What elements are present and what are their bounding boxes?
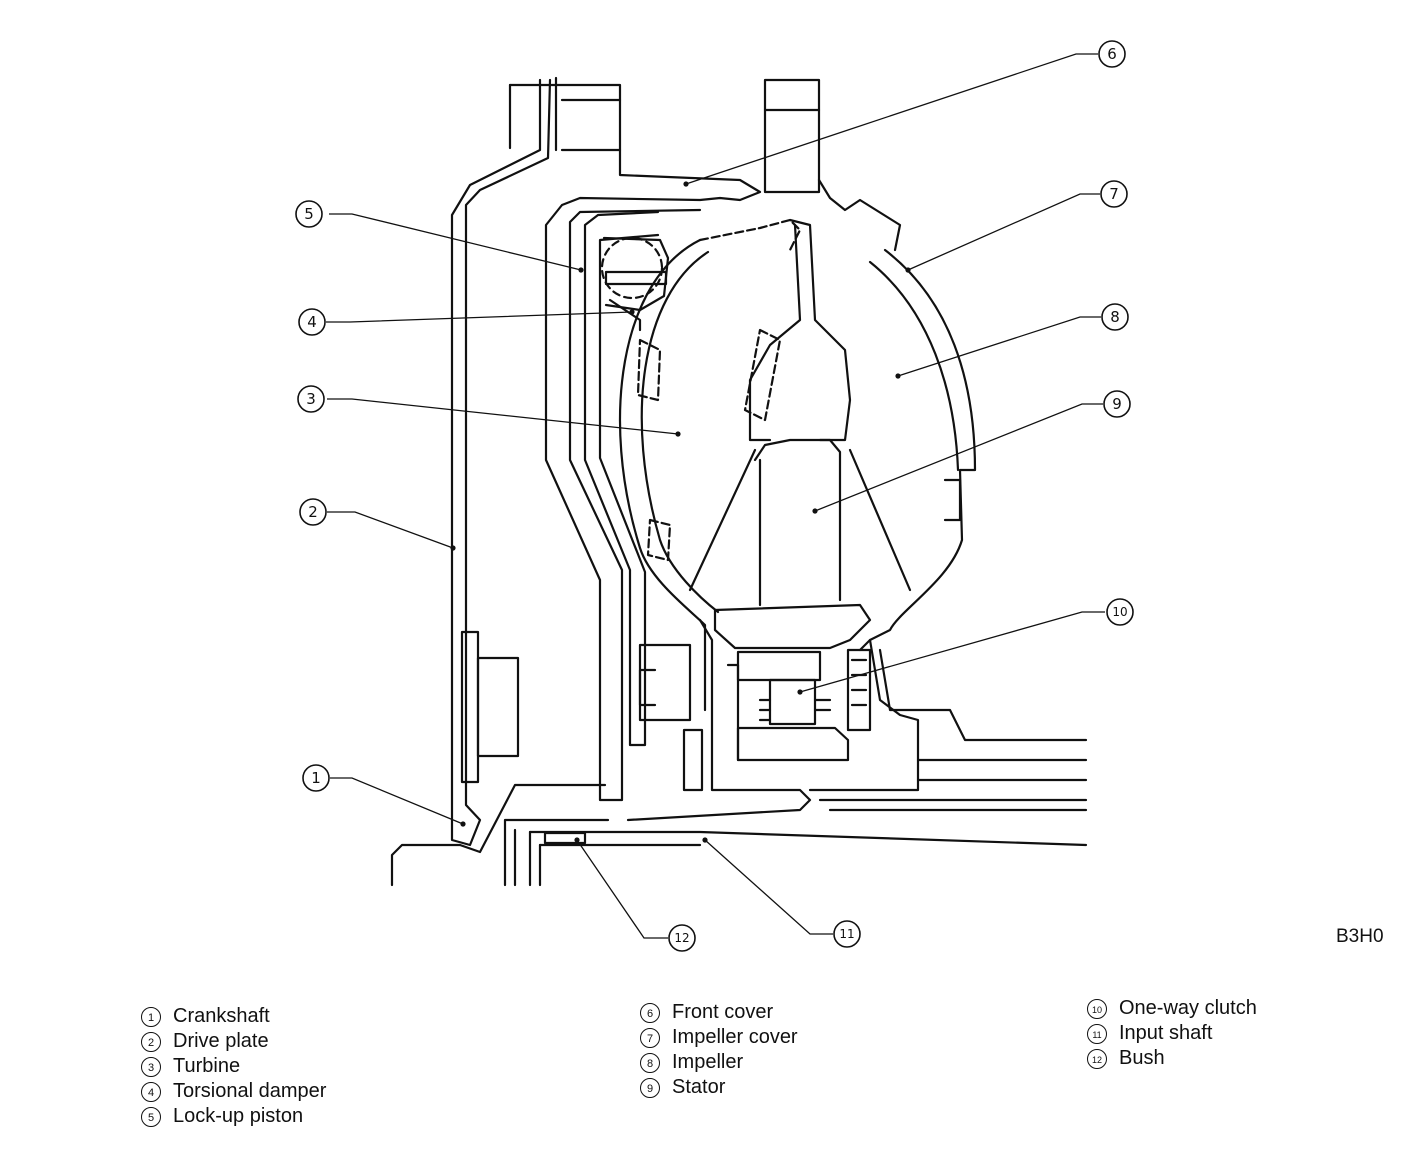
legend-item: 9 Stator	[640, 1075, 798, 1100]
legend-label: One-way clutch	[1119, 997, 1257, 1019]
drive-plate-drawing	[450, 76, 558, 847]
callout-9: 9	[1103, 390, 1131, 418]
callout-2: 2	[299, 498, 327, 526]
legend-label: Front cover	[672, 1001, 774, 1023]
legend-item: 12 Bush	[1087, 1046, 1257, 1071]
legend-item: 5 Lock-up piston	[141, 1104, 326, 1129]
legend-number: 11	[1087, 1023, 1107, 1044]
crankshaft-drawing	[390, 783, 610, 887]
input-shaft-drawing	[528, 830, 1088, 887]
one-way-clutch-drawing	[736, 648, 872, 762]
callout-4: 4	[298, 308, 326, 336]
callout-5: 5	[295, 200, 323, 228]
legend-item: 8 Impeller	[640, 1050, 798, 1075]
legend-number: 12	[1087, 1048, 1107, 1069]
lock-up-piston-drawing	[583, 210, 660, 747]
figure-code: B3H0	[1336, 926, 1384, 947]
legend-number: 3	[141, 1056, 161, 1077]
legend-label: Stator	[672, 1076, 726, 1098]
impeller-cover-drawing	[858, 248, 977, 652]
svg-text:2: 2	[308, 503, 318, 521]
legend-number: 1	[141, 1006, 161, 1027]
legend-label: Turbine	[173, 1055, 241, 1077]
legend-number: 2	[141, 1031, 161, 1052]
leader-lines	[326, 53, 1105, 939]
legend-number: 4	[141, 1081, 161, 1102]
turbine-drawing	[618, 218, 802, 712]
svg-text:1: 1	[311, 769, 321, 787]
svg-text:4: 4	[307, 313, 317, 331]
legend-item: 7 Impeller cover	[640, 1025, 798, 1050]
legend-label: Torsional damper	[173, 1080, 327, 1102]
svg-text:6: 6	[1107, 45, 1117, 63]
bush-drawing	[543, 831, 587, 845]
legend-label: Impeller	[672, 1051, 744, 1073]
legend-label: Input shaft	[1119, 1022, 1213, 1044]
impeller-drawing	[743, 218, 852, 442]
svg-text:9: 9	[1112, 395, 1122, 413]
svg-text:11: 11	[839, 927, 854, 941]
torsional-damper-drawing	[600, 236, 670, 332]
svg-text:8: 8	[1110, 308, 1120, 326]
leader-dots	[450, 181, 911, 843]
svg-text:10: 10	[1112, 605, 1127, 619]
legend-label: Lock-up piston	[173, 1105, 304, 1127]
legend-column-2: 6 Front cover 7 Impeller cover 8 Impeller 9…	[640, 1000, 798, 1100]
hub-assembly-drawing	[626, 618, 1088, 822]
legend-label: Drive plate	[173, 1030, 269, 1052]
legend-item: 6 Front cover	[640, 1000, 798, 1025]
legend-column-1: 1 Crankshaft 2 Drive plate 3 Turbine 4 Torsi…	[141, 1004, 326, 1129]
legend-label: Crankshaft	[173, 1005, 270, 1027]
svg-text:5: 5	[304, 205, 314, 223]
callout-3: 3	[297, 385, 325, 413]
callout-10: 10	[1106, 598, 1134, 626]
legend-label: Bush	[1119, 1047, 1165, 1069]
legend-item: 3 Turbine	[141, 1054, 326, 1079]
legend-number: 6	[640, 1002, 660, 1023]
callout-1: 1	[302, 764, 330, 792]
callout-11: 11	[833, 920, 861, 948]
callout-8: 8	[1101, 303, 1129, 331]
legend-label: Impeller cover	[672, 1026, 798, 1048]
legend-item: 4 Torsional damper	[141, 1079, 326, 1104]
svg-text:12: 12	[674, 931, 689, 945]
callout-12: 12	[668, 924, 696, 952]
legend-item: 11 Input shaft	[1087, 1021, 1257, 1046]
legend-item: 10 One-way clutch	[1087, 996, 1257, 1021]
svg-text:7: 7	[1109, 185, 1119, 203]
callout-6: 6	[1098, 40, 1126, 68]
legend-item: 2 Drive plate	[141, 1029, 326, 1054]
front-cover-drawing	[508, 78, 902, 802]
legend-number: 8	[640, 1052, 660, 1073]
legend-number: 9	[640, 1077, 660, 1098]
legend-column-3: 10 One-way clutch 11 Input shaft 12 Bush	[1087, 996, 1257, 1071]
legend-item: 1 Crankshaft	[141, 1004, 326, 1029]
legend-number: 7	[640, 1027, 660, 1048]
callout-7: 7	[1100, 180, 1128, 208]
stator-drawing	[688, 438, 912, 650]
legend-number: 5	[141, 1106, 161, 1127]
legend-number: 10	[1087, 998, 1107, 1019]
svg-text:3: 3	[306, 390, 316, 408]
